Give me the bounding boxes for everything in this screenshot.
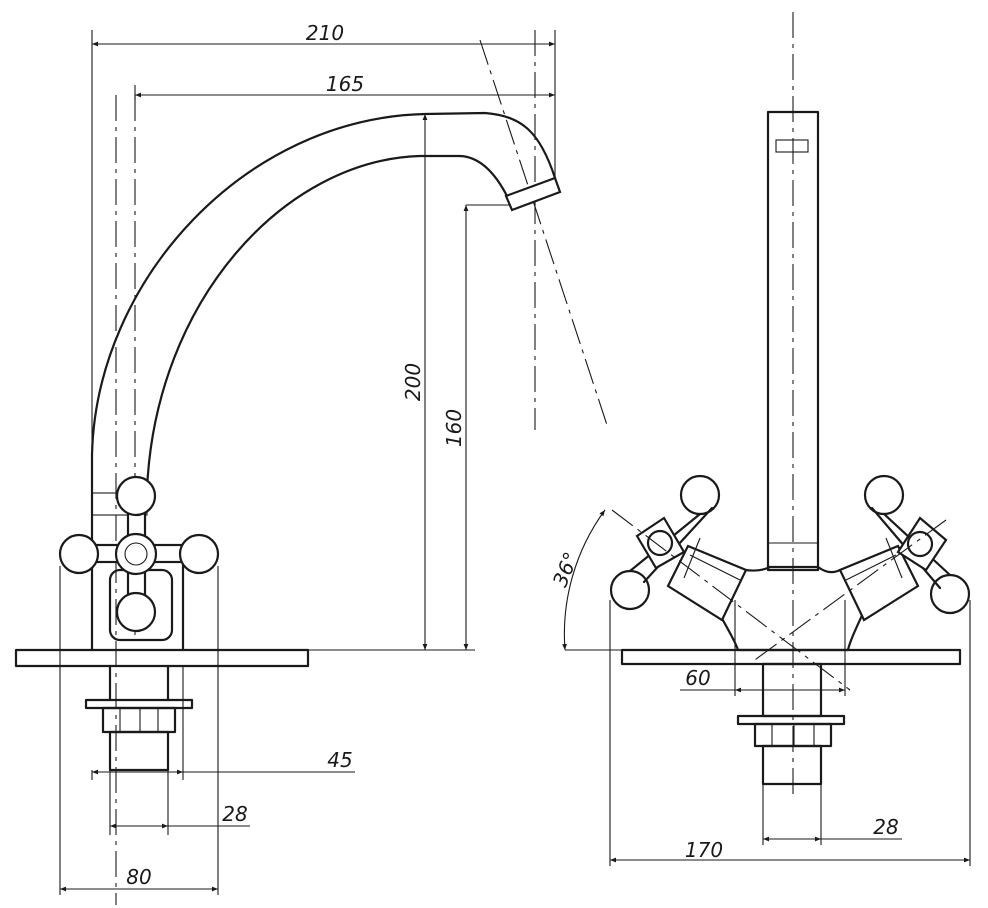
spout-body xyxy=(90,111,557,502)
right-handle-front xyxy=(838,474,971,622)
dim-36-deg: 36° xyxy=(548,548,584,590)
dim-200: 200 xyxy=(401,363,425,401)
outlet-axis-centerline xyxy=(479,39,609,429)
countertop-front xyxy=(620,648,962,666)
dim-28-front: 28 xyxy=(873,815,898,839)
cross-handle-side xyxy=(58,475,220,633)
side-view: 210 165 200 160 45 28 80 xyxy=(14,21,609,905)
spout-outlet-front xyxy=(775,139,809,153)
dim-28-side: 28 xyxy=(222,802,247,826)
side-dimension-lines xyxy=(60,41,555,892)
nut-side xyxy=(101,706,177,734)
base-body-front xyxy=(710,596,872,652)
nut-washer-side xyxy=(84,698,194,710)
shank-side xyxy=(108,730,170,772)
dim-80: 80 xyxy=(126,865,151,889)
left-handle-front xyxy=(609,474,748,622)
dim-170: 170 xyxy=(685,838,723,862)
spout-column-front xyxy=(766,110,820,572)
dim-60: 60 xyxy=(685,666,710,690)
front-extension-lines xyxy=(565,600,971,866)
nut-washer-front xyxy=(736,714,846,726)
front-dimension-lines xyxy=(562,509,970,863)
dim-160: 160 xyxy=(442,409,466,447)
front-view: 36° 60 28 170 xyxy=(548,12,971,866)
valve-body xyxy=(90,493,185,652)
shank-lower-front xyxy=(761,744,823,786)
dim-45: 45 xyxy=(327,748,352,772)
dim-165: 165 xyxy=(326,72,364,96)
dim-210: 210 xyxy=(306,21,344,45)
spout-aerator xyxy=(504,176,562,212)
countertop-side xyxy=(14,648,310,668)
left-handle-axis xyxy=(611,509,851,691)
right-handle-axis xyxy=(751,519,947,663)
side-extension-lines xyxy=(59,30,556,895)
